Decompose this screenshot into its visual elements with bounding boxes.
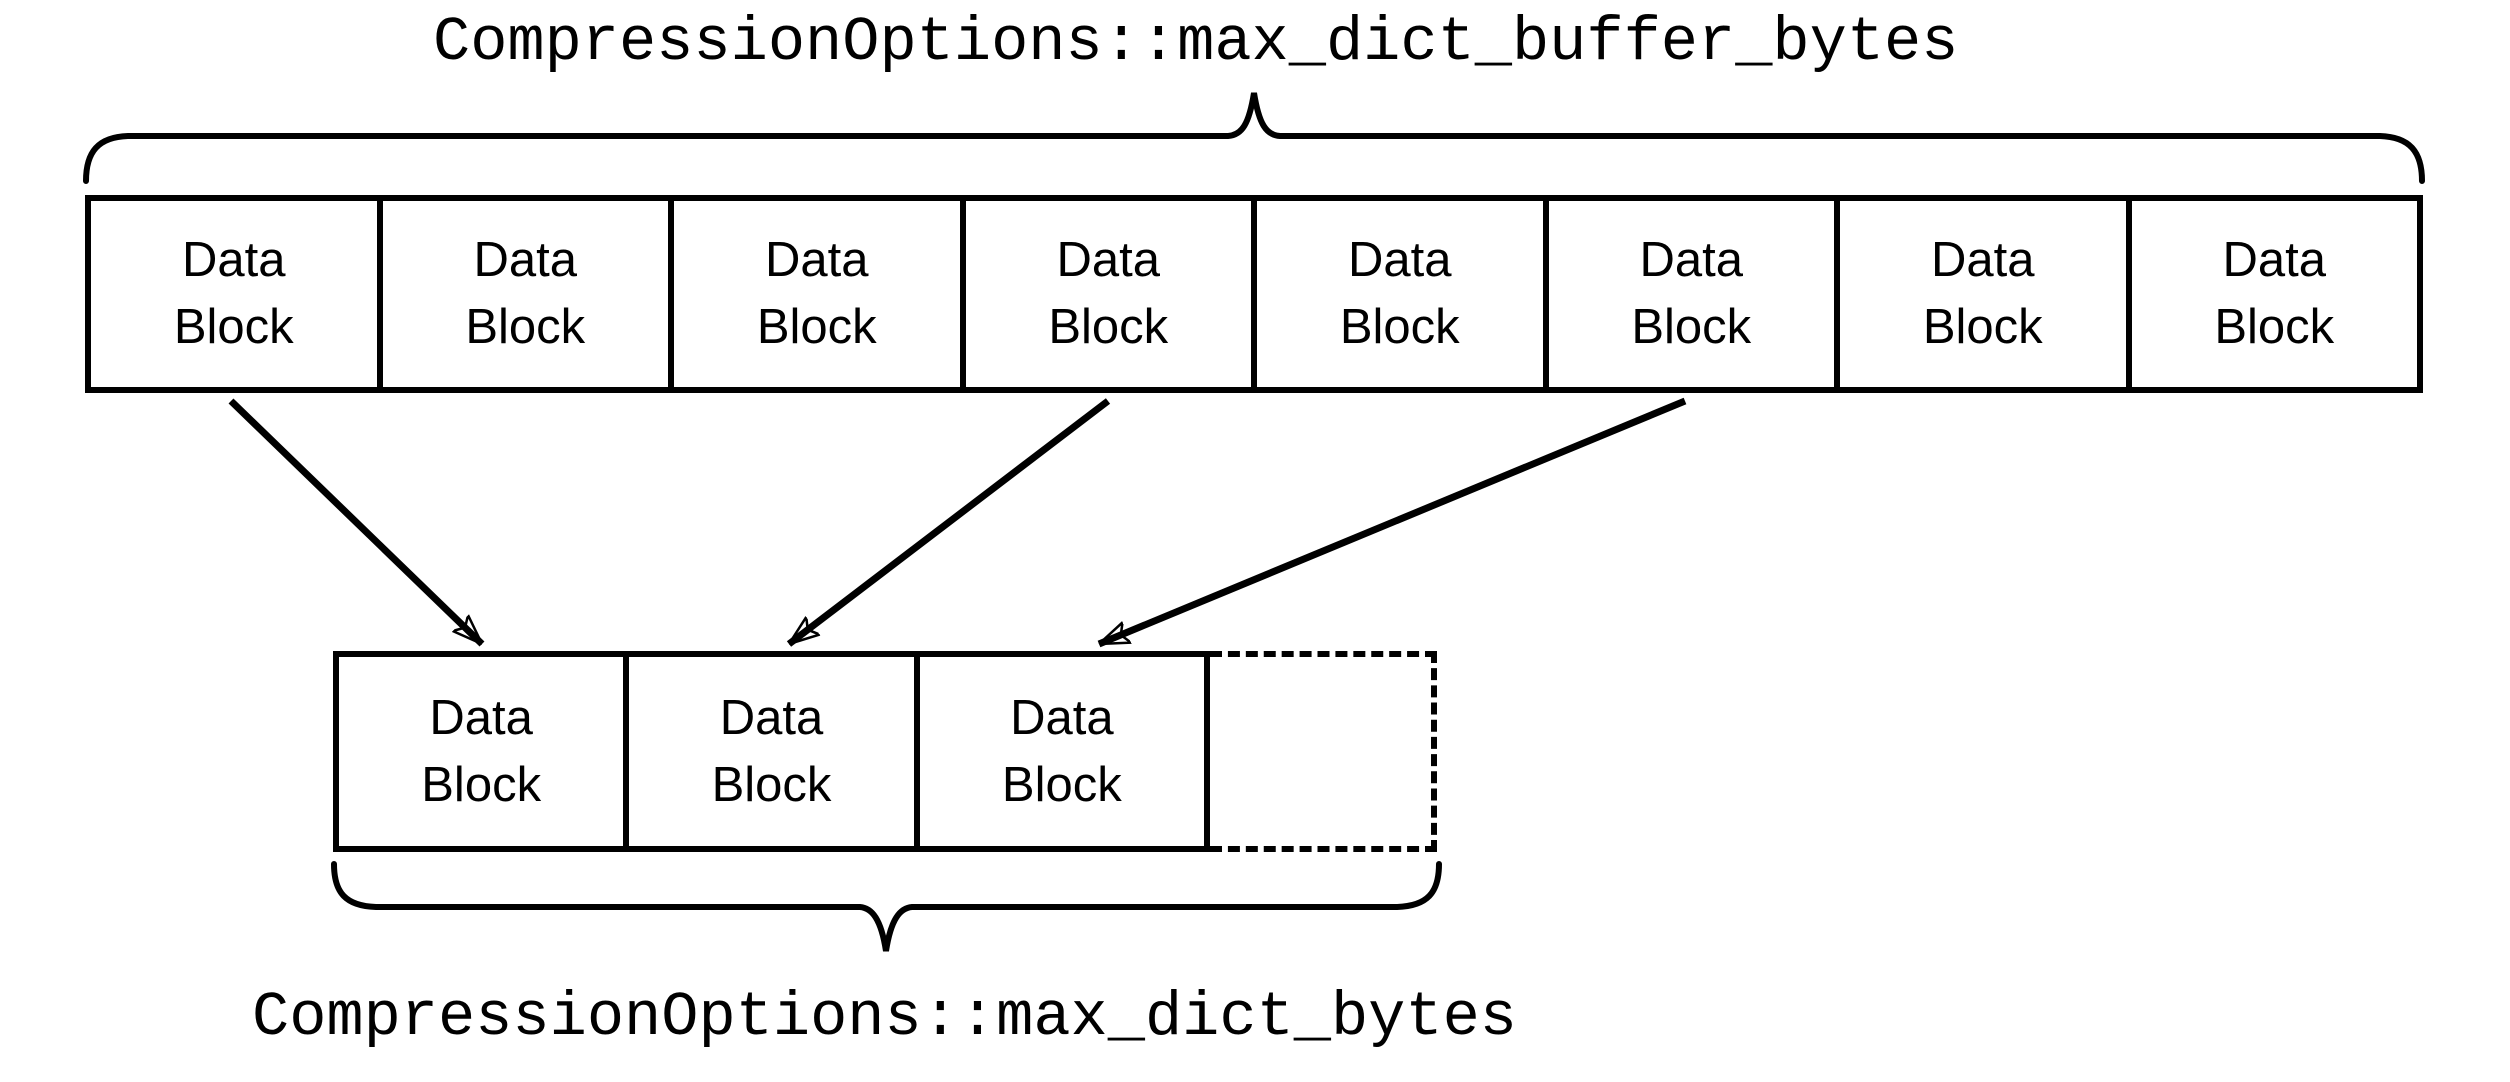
data-block: Data Block: [1840, 201, 2132, 387]
data-block-label: Data Block: [1631, 233, 1752, 354]
data-block-label: Data Block: [2214, 233, 2335, 354]
data-block-label: Data Block: [756, 233, 877, 354]
data-block-label: Data Block: [1001, 690, 1122, 812]
data-block-label: Data Block: [465, 233, 586, 354]
sample-arrow-2: [789, 398, 1111, 647]
data-block: Data Block: [383, 201, 674, 387]
top-brace: [83, 92, 2425, 184]
max-dict-buffer-bytes-label: CompressionOptions::max_dict_buffer_byte…: [433, 7, 1959, 78]
data-block: Data Block: [1257, 201, 1549, 387]
data-block-label: Data Block: [1922, 233, 2043, 354]
data-block-label: Data Block: [1048, 233, 1169, 354]
bottom-brace: [331, 861, 1442, 952]
data-block: Data Block: [920, 657, 1204, 846]
data-block: Data Block: [629, 657, 920, 846]
reserved-dict-space-block: [1210, 651, 1437, 852]
sample-arrow-3: [1099, 397, 1687, 648]
sample-arrow-1: [228, 398, 482, 644]
data-block-label: Data Block: [173, 233, 294, 354]
dict-buffer-row: Data Block Data Block Data Block: [333, 651, 1210, 852]
data-block: Data Block: [966, 201, 1257, 387]
data-block: Data Block: [674, 201, 966, 387]
data-buffer-row: Data Block Data Block Data Block Data Bl…: [85, 195, 2423, 393]
max-dict-bytes-label: CompressionOptions::max_dict_bytes: [252, 982, 1518, 1053]
data-block-label: Data Block: [421, 690, 542, 812]
data-block-label: Data Block: [711, 690, 832, 812]
data-block: Data Block: [91, 201, 383, 387]
data-block: Data Block: [2132, 201, 2418, 387]
data-block: Data Block: [339, 657, 630, 846]
data-block-label: Data Block: [1339, 233, 1460, 354]
data-block: Data Block: [1549, 201, 1840, 387]
